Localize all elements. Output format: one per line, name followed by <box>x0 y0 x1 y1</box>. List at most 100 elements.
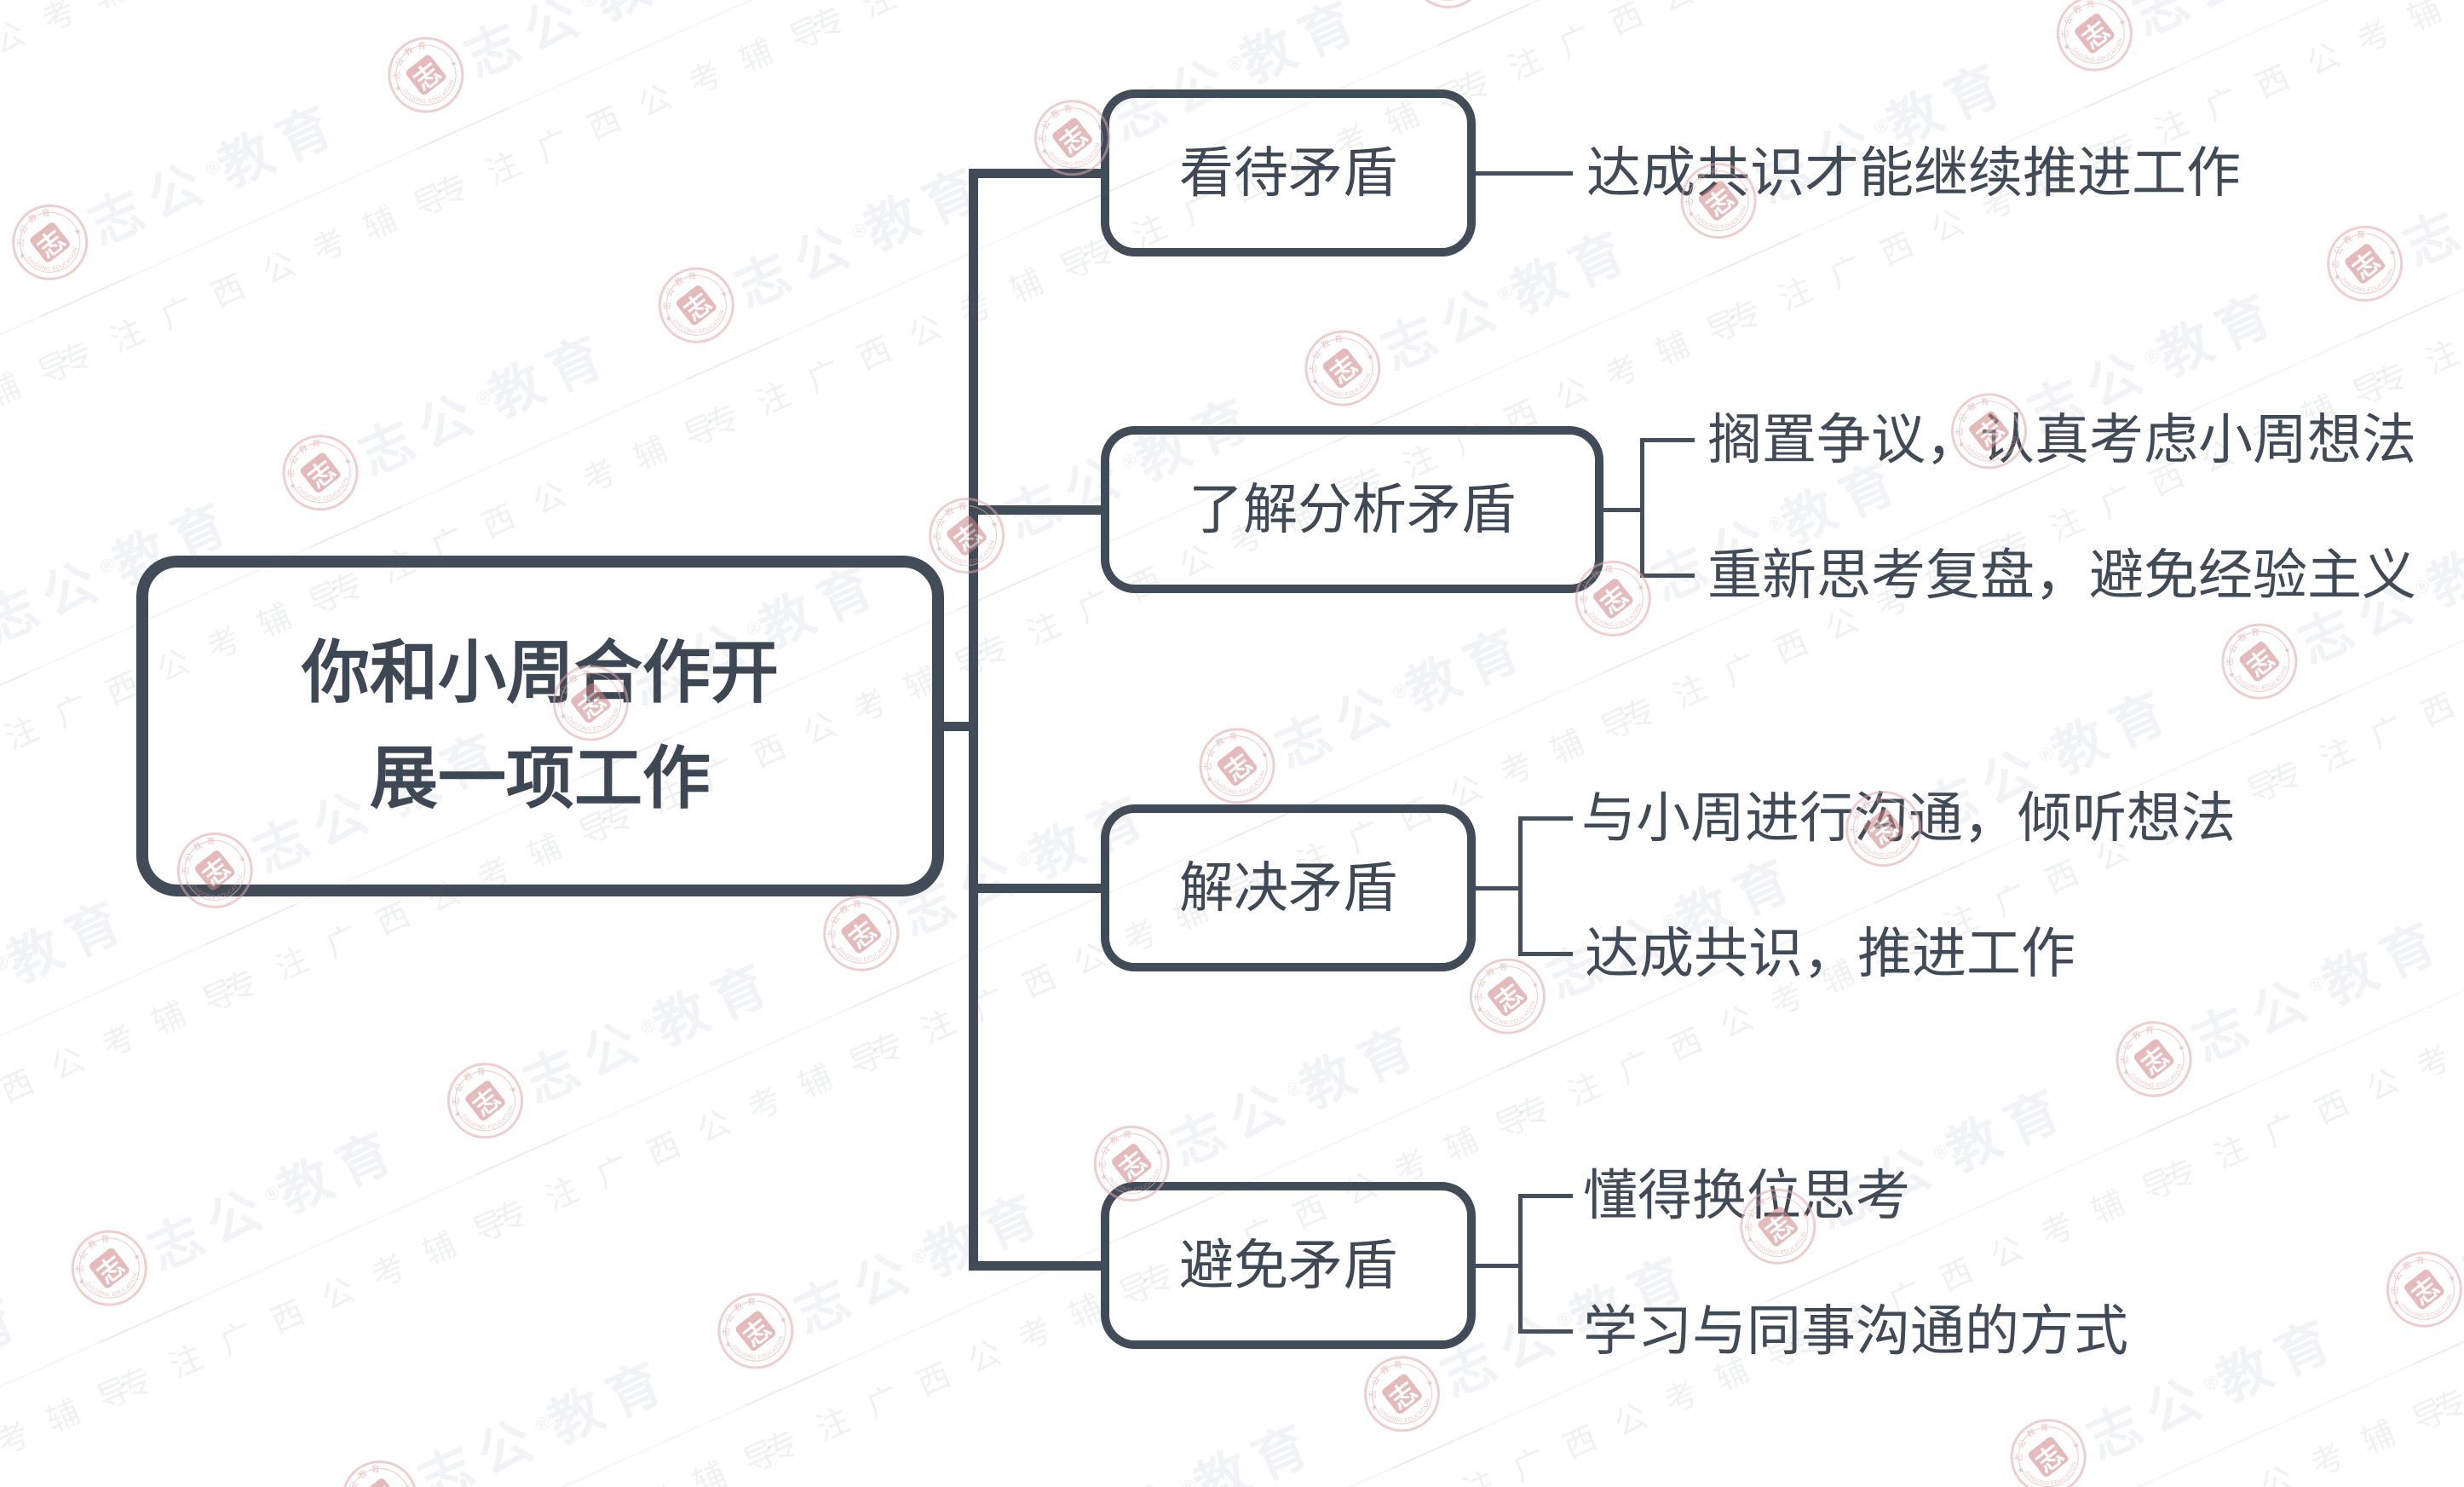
svg-text:ZHIGONG EDUCATION: ZHIGONG EDUCATION <box>836 926 896 972</box>
branch-node-1: 看待矛盾 <box>1101 89 1476 256</box>
watermark-tagline: 专注广西公考辅导 <box>113 1194 533 1408</box>
connector-spine <box>969 169 978 1271</box>
svg-text:★: ★ <box>2071 1440 2081 1450</box>
svg-text:★: ★ <box>989 518 999 528</box>
svg-text:志: 志 <box>1326 351 1363 389</box>
svg-text:ZHIGONG EDUCATION: ZHIGONG EDUCATION <box>2128 1052 2189 1098</box>
svg-text:★: ★ <box>2016 1464 2025 1474</box>
leaf-label-4-2: 学习与同事沟通的方式 <box>1583 1300 2128 1362</box>
svg-text:志: 志 <box>1596 581 1633 619</box>
svg-text:★: ★ <box>719 288 728 298</box>
watermark-tagline: 专注广西公考辅导 <box>381 1425 803 1487</box>
watermark-tagline: 专注广西公考辅导 <box>2369 190 2464 403</box>
svg-text:志公教育: 志公教育 <box>1356 1354 1416 1403</box>
svg-text:ZHIGONG EDUCATION: ZHIGONG EDUCATION <box>83 1260 144 1306</box>
root-node: 你和小周合作开 展一项工作 <box>136 556 944 896</box>
svg-text:志: 志 <box>844 916 882 954</box>
watermark-divider-line <box>1437 0 1906 45</box>
connector-branch4-stub <box>969 1261 1103 1271</box>
svg-text:志: 志 <box>1385 1377 1423 1415</box>
branch-node-2: 了解分析矛盾 <box>1101 426 1603 593</box>
svg-text:志公教育: 志公教育 <box>2109 1019 2168 1068</box>
watermark-brand-text: 志公®教育 <box>2185 909 2455 1073</box>
watermark-tagline: 专注广西公考辅导 <box>2049 1383 2464 1487</box>
watermark-brand-text: 志公®教育 <box>1056 1411 1327 1487</box>
svg-text:★: ★ <box>394 83 403 93</box>
connector-branch3-child-stub <box>1476 886 1522 890</box>
svg-text:志: 志 <box>2408 1272 2445 1310</box>
watermark-divider-line <box>475 965 943 1176</box>
svg-text:志公教育: 志公教育 <box>2214 621 2273 670</box>
branch-node-3: 解决矛盾 <box>1101 804 1476 971</box>
svg-text:志公教育: 志公教育 <box>2049 0 2109 42</box>
svg-text:★: ★ <box>17 250 26 260</box>
svg-text:ZHIGONG EDUCATION: ZHIGONG EDUCATION <box>1587 591 1648 637</box>
watermark-divider-line <box>686 170 1154 380</box>
svg-text:志: 志 <box>1114 1147 1152 1184</box>
svg-text:★: ★ <box>1099 1171 1108 1181</box>
svg-text:★: ★ <box>779 1314 788 1324</box>
watermark-divider-line <box>415 0 884 150</box>
svg-text:ZHIGONG EDUCATION: ZHIGONG EDUCATION <box>459 1093 520 1139</box>
watermark-divider-line <box>1978 296 2447 506</box>
watermark-brand-text: 志公®教育 <box>457 0 727 89</box>
svg-text:★: ★ <box>1366 351 1375 361</box>
svg-text:志: 志 <box>409 58 446 95</box>
svg-text:志公教育: 志公教育 <box>440 1061 499 1109</box>
svg-text:★: ★ <box>934 543 943 553</box>
svg-text:ZHIGONG EDUCATION: ZHIGONG EDUCATION <box>2023 1450 2083 1487</box>
svg-text:★: ★ <box>1475 1004 1484 1014</box>
watermark-divider-line <box>0 1300 192 1487</box>
svg-text:★: ★ <box>2227 669 2237 679</box>
watermark-brand-text: 志公®教育 <box>2120 0 2398 50</box>
connector-branch2-leaf2 <box>1640 573 1695 578</box>
svg-text:ZHIGONG EDUCATION: ZHIGONG EDUCATION <box>1317 360 1378 406</box>
connector-branch2-leaf1 <box>1640 438 1695 442</box>
svg-text:★: ★ <box>1686 208 1695 218</box>
svg-text:ZHIGONG EDUCATION: ZHIGONG EDUCATION <box>2340 256 2400 303</box>
svg-text:志: 志 <box>1491 979 1528 1017</box>
connector-branch3-leaf2 <box>1518 952 1573 956</box>
watermark-divider-line <box>2354 129 2464 339</box>
watermark-tagline: 专注广西公考辅导 <box>760 1257 1180 1471</box>
watermark-tagline: 专注广西公考辅导 <box>55 168 475 382</box>
svg-text:志: 志 <box>469 1084 506 1121</box>
svg-text:★: ★ <box>2177 1042 2186 1052</box>
watermark-brand-text: 志公®教育 <box>140 1118 411 1282</box>
svg-text:志公教育: 志公教育 <box>1086 1123 1146 1172</box>
connector-branch4-leaf1 <box>1518 1194 1573 1198</box>
svg-text:志公教育: 志公教育 <box>815 893 875 942</box>
watermark-brand-text: 志公®教育 <box>2395 171 2464 278</box>
svg-text:志: 志 <box>1056 121 1093 158</box>
svg-text:ZHIGONG EDUCATION: ZHIGONG EDUCATION <box>400 67 461 113</box>
svg-text:★: ★ <box>1425 1377 1434 1387</box>
svg-text:★: ★ <box>723 1339 733 1349</box>
connector-branch2-child-spine <box>1640 438 1644 578</box>
watermark-divider-line <box>2144 924 2464 1134</box>
leaf-label-2-2: 重新思考复盘，避免经验主义 <box>1707 545 2416 606</box>
svg-text:志公教育: 志公教育 <box>651 265 711 314</box>
svg-text:★: ★ <box>1530 979 1540 989</box>
svg-text:ZHIGONG EDUCATION: ZHIGONG EDUCATION <box>1212 758 1272 804</box>
svg-text:★: ★ <box>2283 644 2292 654</box>
svg-text:志: 志 <box>679 288 717 326</box>
svg-text:ZHIGONG EDUCATION: ZHIGONG EDUCATION <box>2234 654 2294 700</box>
